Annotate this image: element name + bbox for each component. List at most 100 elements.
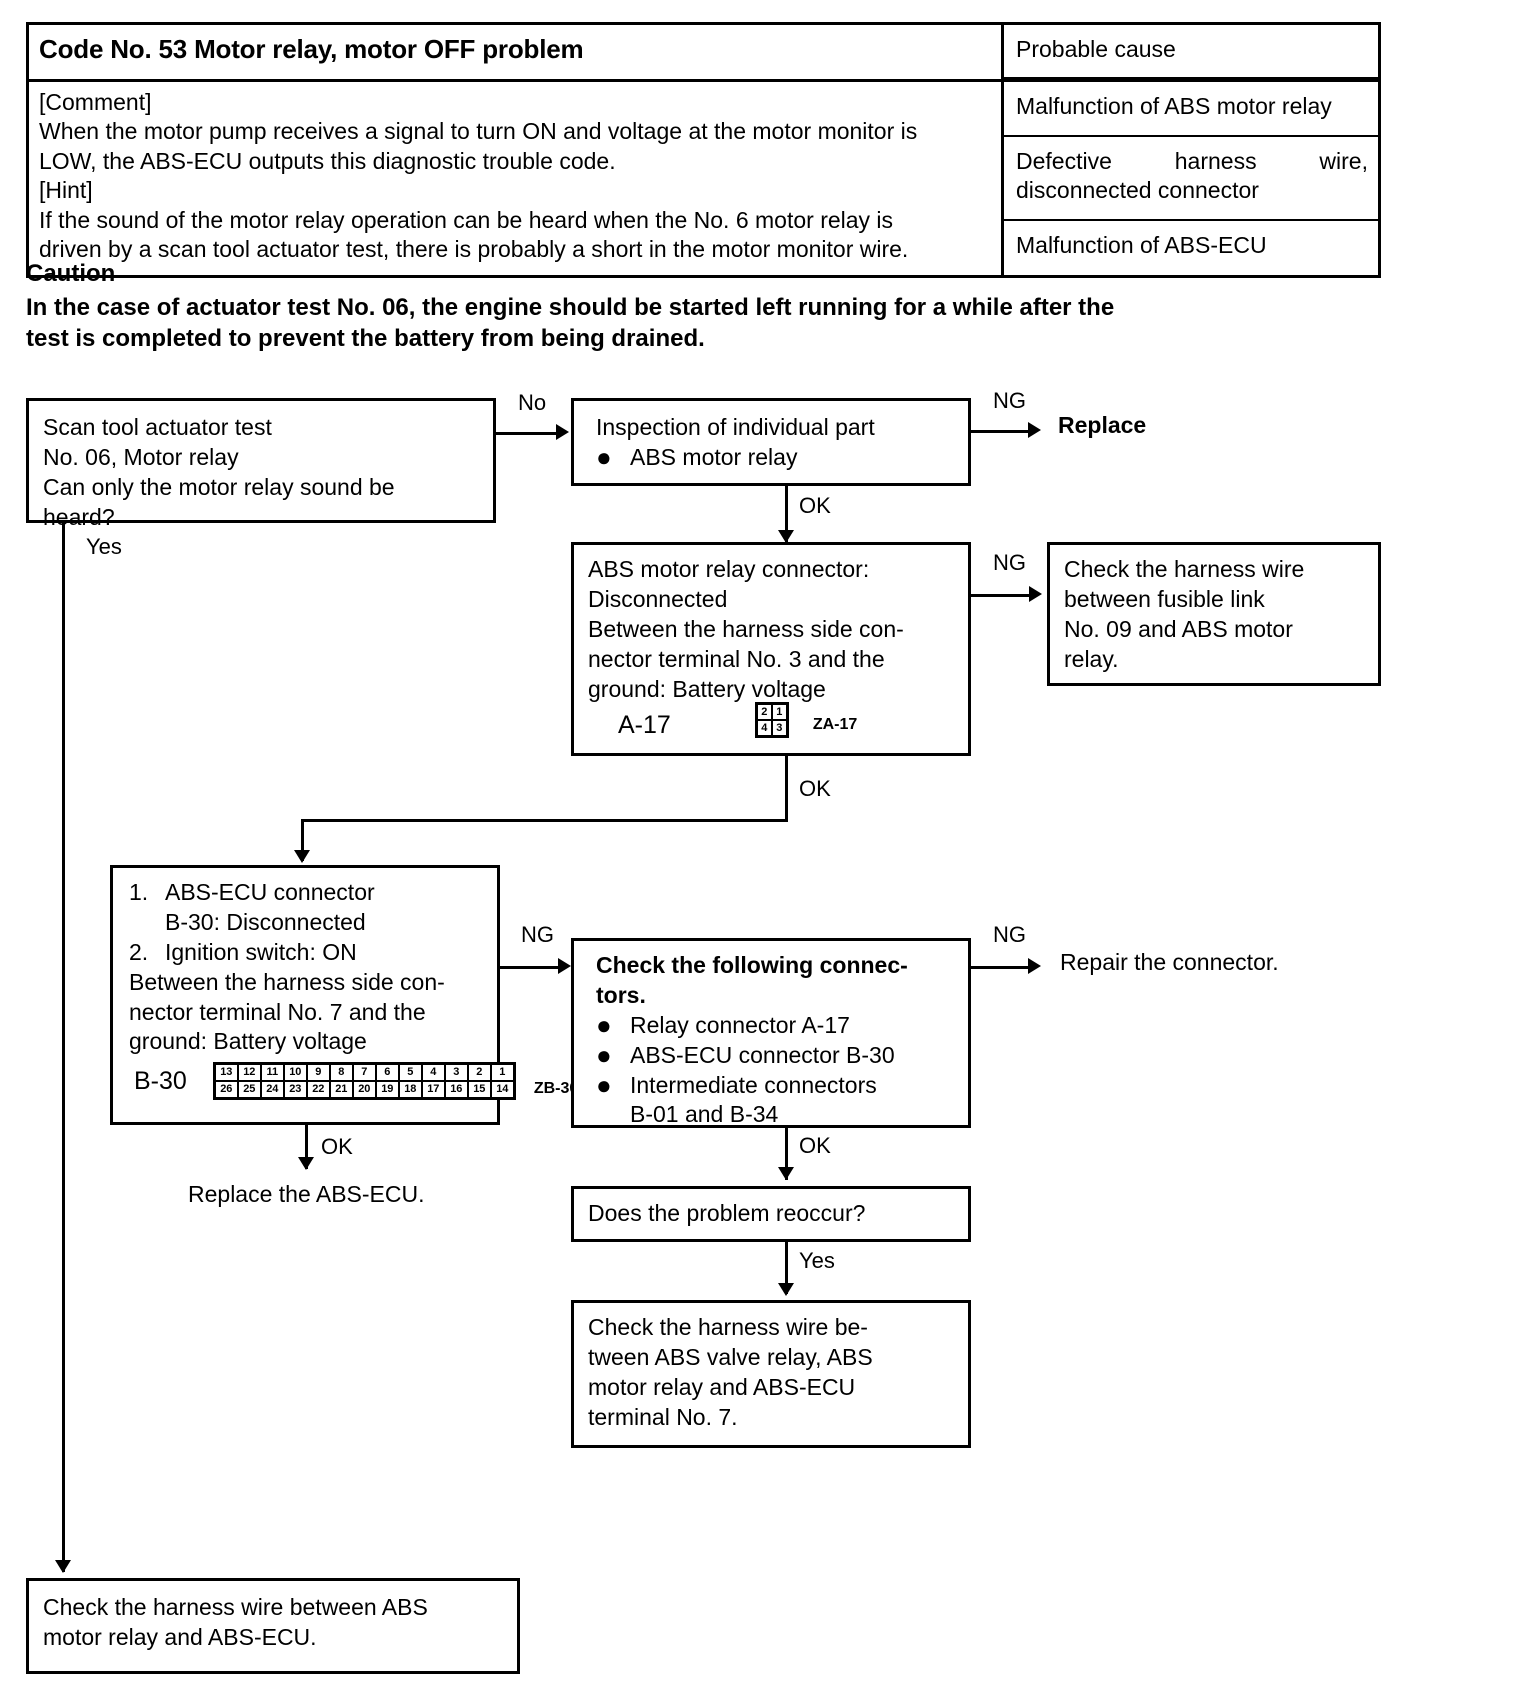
probable-cause-item-3: Malfunction of ABS-ECU [1016,232,1267,258]
edge-label-ng-2: NG [993,550,1026,575]
edge-line-relay-to-fusible [971,594,1035,597]
edge-label-ok-3: OK [321,1134,353,1159]
edge-line-down-to-ecu-box [301,819,304,861]
ecu-step-1-sub: B-30: Disconnected [165,908,366,935]
box-problem-reoccur: Does the problem reoccur? [571,1186,971,1242]
b30-pin-26: 26 [214,1081,238,1098]
relay-conn-line-4: nector terminal No. 3 and the [588,645,885,672]
edge-arrow-to-ecu-box [294,850,310,863]
valve-harness-line-2: tween ABS valve relay, ABS [588,1343,873,1370]
check-conn-bullet-2-text: ABS-ECU connector B-30 [630,1041,895,1068]
edge-label-ok-1: OK [799,493,831,518]
scan-line-3: Can only the motor relay sound be [43,473,395,500]
connector-figure-a17: A-17 2 1 4 3 ZA-17 [618,702,857,740]
edge-line-inspection-to-replace [971,430,1034,433]
b30-pin-19: 19 [375,1081,399,1098]
check-conn-bullet-2: ● ABS-ECU connector B-30 [596,1040,958,1071]
ecu-step-2-text: Ignition switch: ON [165,938,357,965]
table-header-row: Code No. 53 Motor relay, motor OFF probl… [29,25,1378,82]
ecu-step-2-number: 2. [129,938,149,965]
reoccur-line-1: Does the problem reoccur? [588,1200,866,1226]
edge-line-relay-down [785,756,788,822]
b30-pin-12: 12 [237,1064,261,1081]
caution-heading: Caution [26,260,116,287]
comment-line-1: When the motor pump receives a signal to… [39,118,918,145]
edge-label-ng-3: NG [521,922,554,947]
box-inspection-individual-part: Inspection of individual part ● ABS moto… [571,398,971,486]
scan-line-1: Scan tool actuator test [43,414,272,440]
edge-label-ng-top: NG [993,388,1026,413]
check-conn-bullet-3: ● Intermediate connectors [596,1069,958,1101]
edge-line-yes-long-down [62,523,65,1572]
action-repair-connector-label: Repair the connector. [1060,949,1279,975]
ecu-step-2: 2. Ignition switch: ON [129,938,487,968]
b30-pin-7: 7 [352,1064,376,1081]
table-body-row: [Comment] When the motor pump receives a… [29,82,1378,275]
b30-pin-6: 6 [375,1064,399,1081]
valve-harness-line-3: motor relay and ABS-ECU [588,1373,856,1400]
fusible-line-3: No. 09 and ABS motor [1064,615,1293,642]
caution-line-1: In the case of actuator test No. 06, the… [26,293,1115,321]
a17-pin-1: 1 [771,704,787,720]
fusible-line-2: between fusible link [1064,585,1265,612]
edge-label-ok-4: OK [799,1133,831,1158]
fault-code-table: Code No. 53 Motor relay, motor OFF probl… [26,22,1381,278]
bullet-dot-icon: ● [596,1069,612,1100]
box-check-following-connectors: Check the following connec- tors. ● Rela… [571,938,971,1128]
edge-arrow-reoccur-yes-down [778,1283,794,1296]
b30-pin-22: 22 [306,1081,330,1098]
ecu-line-3: Between the harness side con- [129,968,445,995]
b30-pin-21: 21 [329,1081,353,1098]
check-conn-heading-2: tors. [596,981,646,1008]
b30-pin-row-top: 13 12 11 10 9 8 7 6 5 4 3 2 1 [214,1064,514,1081]
a17-pin-grid: 2 1 4 3 [754,702,789,738]
a17-pin-4: 4 [756,720,772,736]
a17-pin-3: 3 [771,720,787,736]
caution-block: Caution In the case of actuator test No.… [26,258,1386,355]
b30-pin-9: 9 [306,1064,330,1081]
bottom-line-1: Check the harness wire between ABS [43,1594,428,1620]
probable-cause-list: Malfunction of ABS motor relay Defective… [1004,82,1378,275]
box-check-harness-motor-relay-ecu: Check the harness wire between ABS motor… [26,1578,520,1674]
edge-arrow-scan-to-inspection [556,424,569,440]
check-conn-bullet-3-text: Intermediate connectors [630,1071,877,1098]
b30-pin-1: 1 [490,1064,514,1081]
scan-line-2: No. 06, Motor relay [43,443,239,470]
a17-pin-row-bottom: 4 3 [756,720,787,736]
edge-line-ecu-to-check-connectors [500,966,564,969]
bullet-dot-icon: ● [596,1009,612,1040]
b30-pin-4: 4 [421,1064,445,1081]
caution-line-2: test is completed to prevent the battery… [26,325,705,353]
hint-line-2: driven by a scan tool actuator test, the… [39,236,909,263]
b30-pin-row-bottom: 26 25 24 23 22 21 20 19 18 17 16 15 14 [214,1081,514,1098]
b30-pin-10: 10 [283,1064,307,1081]
edge-label-yes-left: Yes [86,534,122,559]
b30-pin-25: 25 [237,1081,261,1098]
scan-line-4: heard? [43,503,115,530]
a17-pins: 2 1 4 3 [754,702,789,738]
connector-name-b30: B-30 [134,1067,187,1095]
probable-cause-header: Probable cause [1004,25,1378,79]
relay-conn-line-3: Between the harness side con- [588,615,904,642]
edge-label-ok-2: OK [799,776,831,801]
edge-arrow-ecu-ok-down [298,1157,314,1170]
connector-name-a17: A-17 [618,711,671,739]
b30-pin-24: 24 [260,1081,284,1098]
b30-pin-15: 15 [467,1081,491,1098]
b30-pin-20: 20 [352,1081,376,1098]
box-scan-tool-actuator-test: Scan tool actuator test No. 06, Motor re… [26,398,496,530]
b30-pin-14: 14 [490,1081,514,1098]
relay-conn-line-2: Disconnected [588,585,728,612]
b30-pins: 13 12 11 10 9 8 7 6 5 4 3 2 1 26 25 [212,1062,516,1100]
edge-line-check-ok-down [785,1128,788,1180]
b30-pin-5: 5 [398,1064,422,1081]
b30-pin-2: 2 [467,1064,491,1081]
edge-arrow-relay-to-fusible [1029,586,1042,602]
edge-label-no: No [518,390,547,415]
valve-harness-line-4: terminal No. 7. [588,1403,738,1430]
inspection-line-1: Inspection of individual part [596,414,875,440]
edge-arrow-check-ok-down [778,1167,794,1180]
b30-pin-13: 13 [214,1064,238,1081]
probable-cause-item-1: Malfunction of ABS motor relay [1004,82,1378,137]
comment-label: [Comment] [39,89,152,115]
